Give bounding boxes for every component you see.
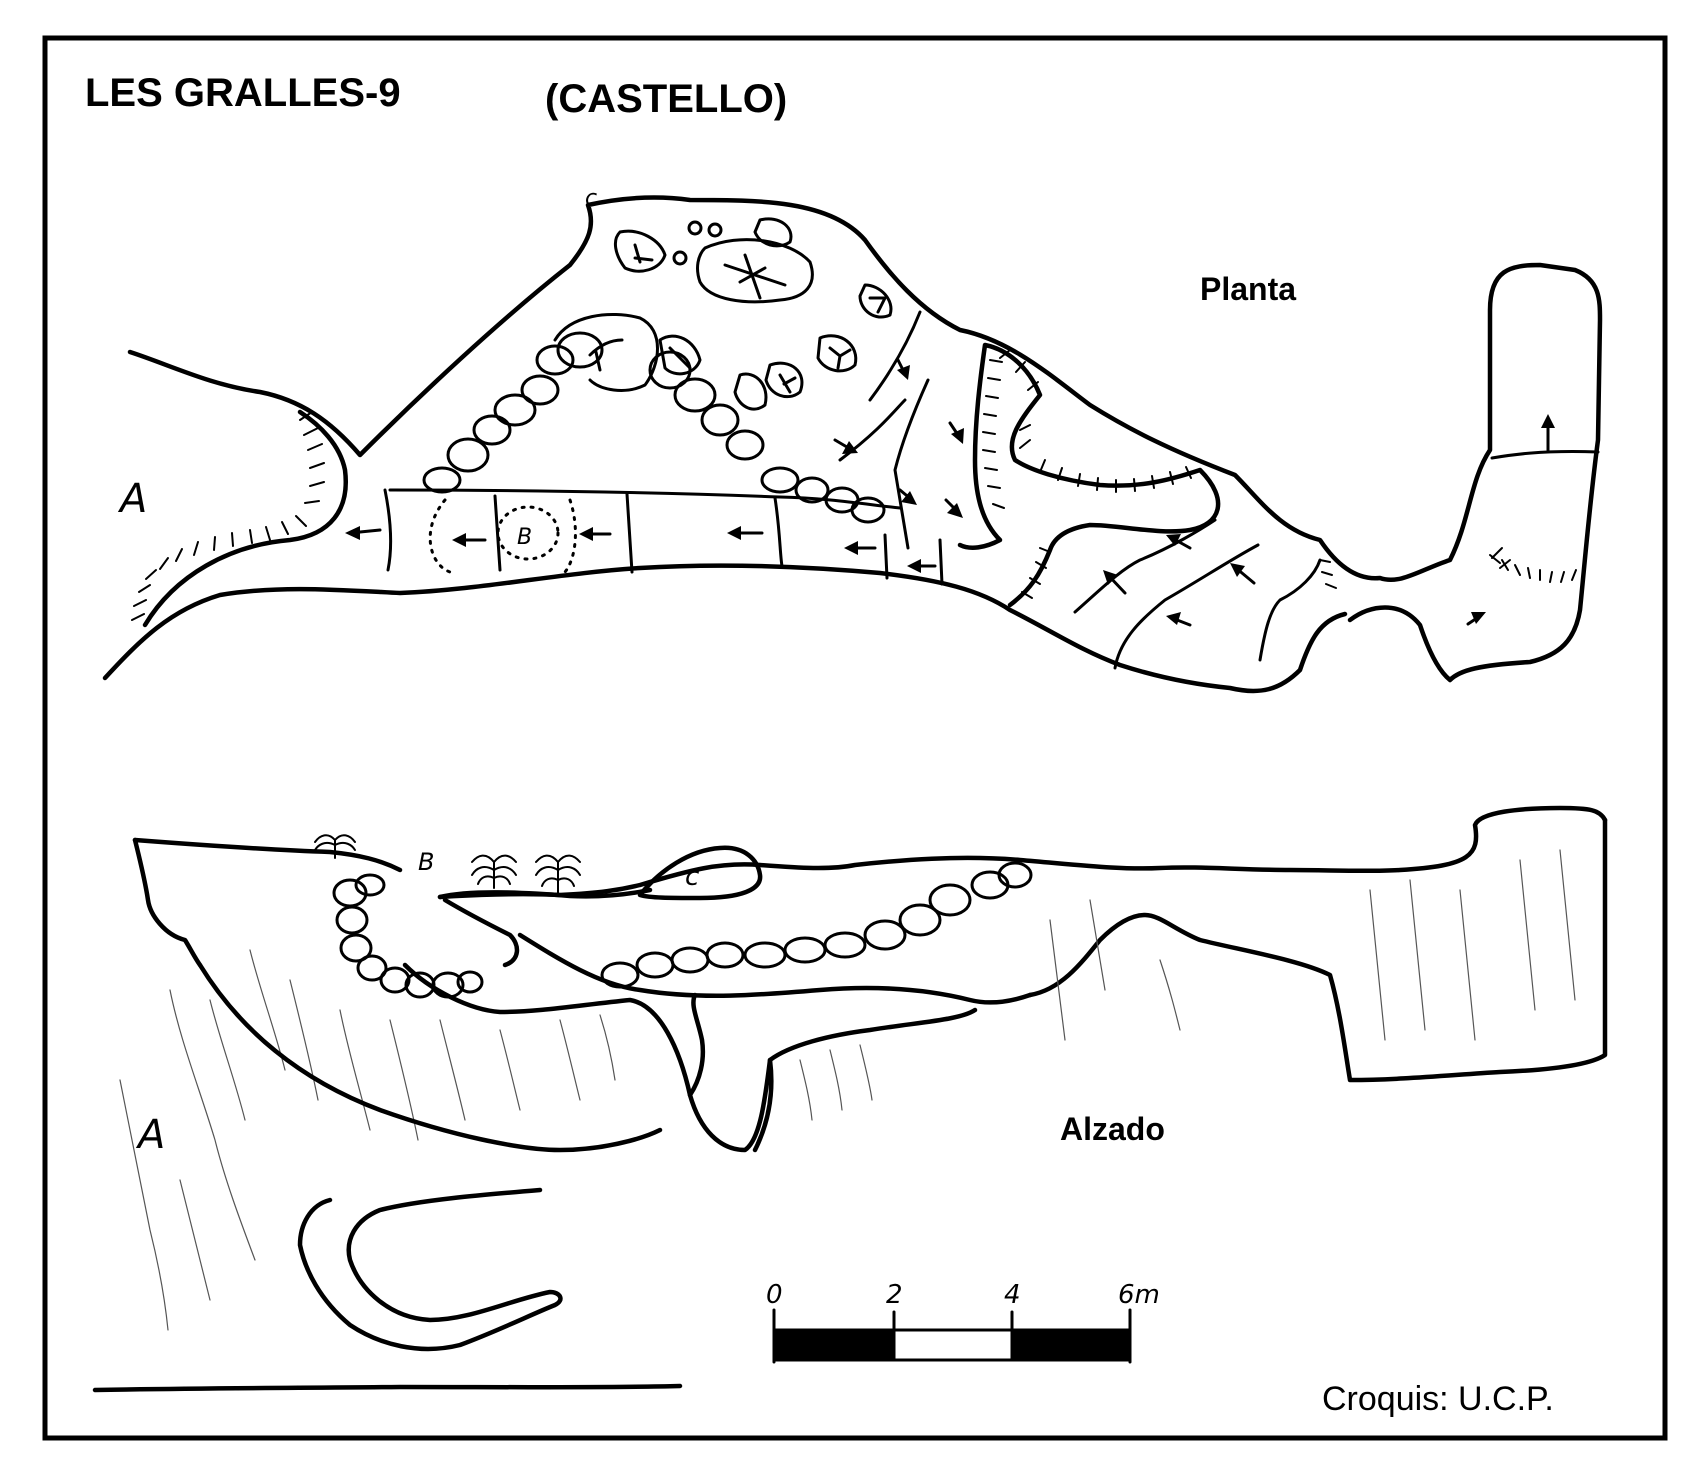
elev-entrance-flap (442, 897, 520, 968)
scale-tick-marks (772, 1308, 1132, 1364)
elev-marker-a: A (135, 1112, 165, 1158)
elev-gallery-lower (402, 962, 978, 1153)
scale-tick-4: 4 (1004, 1280, 1021, 1310)
survey-region: (CASTELLO) (545, 77, 787, 121)
elev-left-cliff (132, 837, 203, 968)
elev-roof-line (437, 887, 653, 900)
plan-section-lines (383, 488, 944, 586)
plan-marker-b: B (517, 525, 532, 550)
plan-marker-a: A (117, 476, 147, 522)
plan-view-label: Planta (1200, 271, 1296, 307)
elev-boulder-chain (332, 861, 1033, 999)
plan-upper-wall (127, 195, 1603, 683)
elev-right-pillar (752, 1057, 774, 1153)
plan-left-inner-wall (142, 409, 348, 628)
elev-right-room (1027, 817, 1608, 1083)
sheet-frame (42, 35, 1668, 1441)
scale-tick-0: 0 (766, 1280, 783, 1310)
survey-title: LES GRALLES-9 (85, 71, 401, 115)
elev-marker-c: c (685, 862, 699, 892)
plan-pit-wall (957, 342, 1221, 608)
plan-upper-room-boulders (613, 217, 893, 411)
plan-right-section-lines (838, 310, 1600, 670)
plan-shaft-hachures (1491, 547, 1511, 569)
plan-marker-c: c (585, 186, 597, 211)
plan-slope-arrows (345, 358, 1555, 627)
scale-segment-3 (1010, 1328, 1132, 1362)
elev-central-cliff (687, 992, 706, 1098)
scale-tick-6m: 6m (1118, 1280, 1160, 1310)
plan-view: Planta B A c (102, 186, 1603, 694)
elev-marker-b: B (418, 848, 434, 876)
plan-b-ring (496, 505, 560, 561)
plan-hachure-left-1 (131, 411, 325, 621)
elevation-view: Alzado (92, 805, 1608, 1393)
elev-lower-tongue (197, 962, 663, 1352)
elev-bottom-line (92, 1383, 683, 1393)
plan-boulder-chain-right (648, 350, 886, 524)
scale-segment-1 (772, 1328, 896, 1362)
plan-dotted-zone (428, 498, 577, 574)
scale-bar: 0 2 4 6m (766, 1280, 1160, 1364)
elev-vegetation (314, 834, 581, 894)
plan-boulder-chain-left (422, 312, 659, 494)
elev-rock-texture (119, 849, 1576, 1331)
survey-credit: Croquis: U.C.P. (1322, 1380, 1554, 1418)
elev-chamber-c (637, 845, 763, 901)
scale-tick-2: 2 (886, 1280, 903, 1310)
plan-pit-hachures (982, 349, 1192, 599)
elevation-view-label: Alzado (1060, 1111, 1165, 1147)
plan-lower-wall (102, 563, 1348, 694)
scale-segment-2 (892, 1328, 1014, 1362)
